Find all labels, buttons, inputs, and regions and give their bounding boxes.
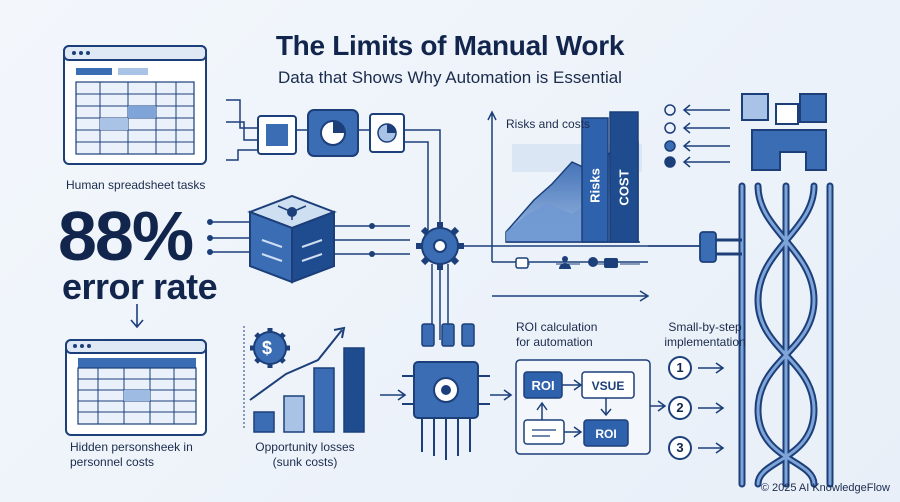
spreadsheet-window-bottom	[65, 339, 207, 436]
processor-chip-icon	[307, 109, 359, 157]
gear-icon	[416, 222, 464, 270]
copyright-text: © 2025 AI KnowledgeFlow	[760, 482, 890, 494]
connector-plugs	[421, 323, 475, 347]
step-2: 2	[676, 400, 684, 415]
spreadsheet-window-top	[63, 45, 207, 165]
block-shapes	[741, 93, 827, 171]
dollar-gear-icon	[250, 328, 290, 368]
input-dots	[664, 104, 730, 168]
roi-box-top: ROI	[531, 378, 555, 393]
central-chip	[402, 361, 490, 460]
opportunity-label-line2: (sunk costs)	[272, 455, 338, 469]
cost-bar-label: COST	[616, 169, 632, 206]
steps-label-line2: implementation	[664, 335, 746, 349]
page-subtitle: Data that Shows Why Automation is Essent…	[278, 68, 622, 87]
user-icon	[559, 256, 571, 269]
risks-costs-chart	[487, 110, 650, 302]
opportunity-label-line1: Opportunity losses	[255, 440, 355, 454]
cube-processor-icon	[207, 194, 410, 284]
pie-chip-icon	[369, 113, 405, 153]
risks-bar-label: Risks	[587, 168, 603, 203]
risks-costs-label: Risks and costs	[506, 117, 591, 131]
value-box: VSUE	[591, 379, 625, 393]
roi-box-bottom: ROI	[595, 427, 617, 441]
page-title: The Limits of Manual Work	[275, 30, 625, 61]
error-rate-value: 88%	[58, 197, 194, 275]
cpu-chip-icon	[257, 115, 297, 155]
hidden-costs-label-line1: Hidden personsheek in	[70, 440, 193, 454]
opportunity-bar-chart	[243, 326, 365, 433]
steps-label-line1: Small-by-step	[668, 320, 742, 334]
roi-flow	[515, 359, 667, 455]
step-1: 1	[676, 360, 684, 375]
junction-plug	[648, 231, 742, 263]
step-circles	[668, 356, 725, 460]
step-3: 3	[676, 440, 684, 455]
hidden-costs-label-line2: personnel costs	[70, 455, 155, 469]
roi-calc-label-line2: for automation	[516, 335, 593, 349]
dollar-symbol: $	[262, 338, 273, 358]
error-rate-label: error rate	[62, 266, 218, 307]
roi-calc-label-line1: ROI calculation	[516, 320, 598, 334]
spreadsheet-tasks-label: Human spreadsheet tasks	[66, 178, 206, 192]
